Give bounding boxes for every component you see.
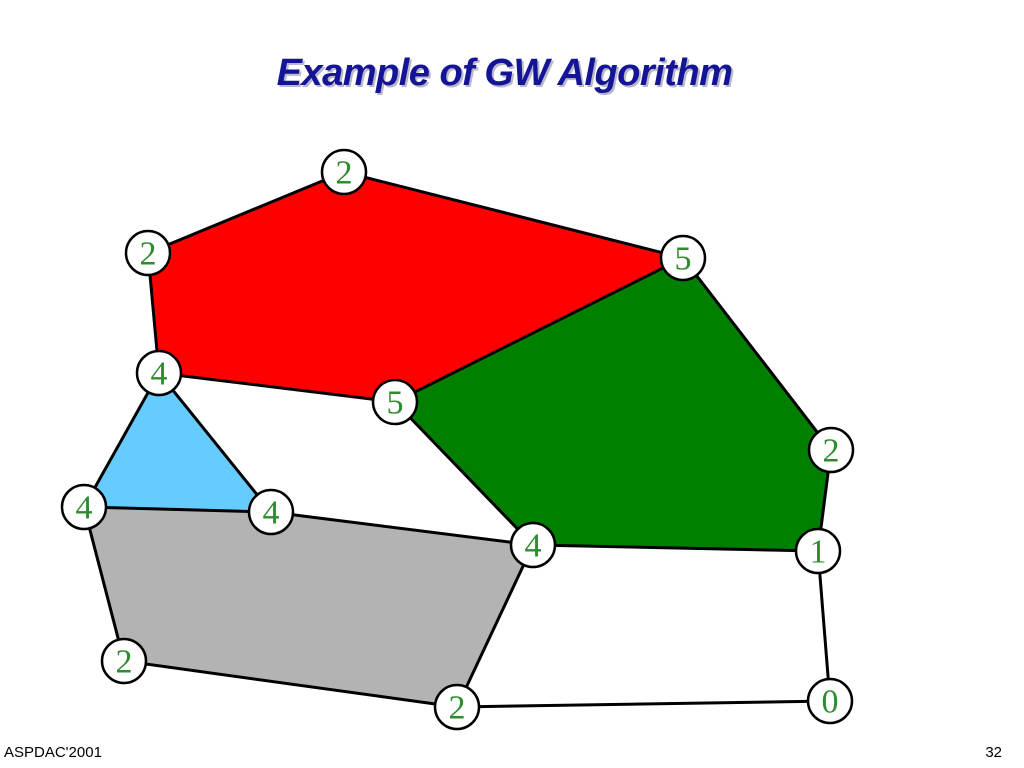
node-upper-right: 5 (659, 234, 707, 282)
node-lower-right: 1 (794, 527, 842, 575)
node-label: 4 (151, 356, 168, 393)
edge-bottom-right-bottom-mid (456, 699, 831, 709)
node-circle (135, 349, 183, 397)
node-label: 2 (140, 236, 157, 273)
node-label: 4 (263, 495, 280, 532)
edge-inner-right-lower-right (532, 543, 819, 553)
footer-conference: ASPDAC'2001 (4, 744, 102, 761)
node-circle (806, 677, 854, 725)
node-label: 2 (823, 433, 840, 470)
edge-center-inner-right (393, 400, 535, 547)
node-right: 2 (807, 426, 855, 474)
node-inner-left: 4 (247, 488, 295, 536)
edge-bottom-left-left (82, 506, 126, 662)
node-left: 4 (60, 483, 108, 531)
edge-bottom-mid-inner-right (455, 544, 535, 708)
edge-left-mid-left (82, 372, 161, 508)
edge-top-upper-right (343, 170, 684, 260)
edge-upper-left-top (147, 170, 345, 255)
node-label: 2 (449, 690, 466, 727)
edge-lower-right-bottom-right (816, 550, 832, 702)
node-circle (320, 148, 368, 196)
node-label: 2 (116, 644, 133, 681)
node-circle (807, 426, 855, 474)
edge-left-inner-left (83, 505, 272, 514)
node-bottom-mid: 2 (433, 683, 481, 731)
node-inner-right: 4 (509, 521, 557, 569)
slide-title: Example of GW Algorithm (276, 52, 733, 94)
node-label: 4 (525, 528, 542, 565)
node-center: 5 (371, 378, 419, 426)
node-circle (371, 378, 419, 426)
edge-bottom-mid-bottom-left (123, 659, 458, 709)
node-circle (659, 234, 707, 282)
edge-inner-left-inner-right (270, 510, 534, 547)
node-mid-left: 4 (135, 349, 183, 397)
edge-upper-right-right (681, 257, 833, 451)
node-label: 5 (675, 241, 692, 278)
node-circle (247, 488, 295, 536)
node-circle (60, 483, 108, 531)
node-upper-left: 2 (124, 229, 172, 277)
node-bottom-right: 0 (806, 677, 854, 725)
node-bottom-left: 2 (100, 637, 148, 685)
node-label: 5 (387, 385, 404, 422)
edge-center-upper-right (394, 256, 684, 404)
node-label: 0 (822, 684, 839, 721)
node-label: 2 (336, 155, 353, 192)
node-circle (100, 637, 148, 685)
regions-layer (83, 171, 832, 708)
edge-mid-left-center (158, 371, 396, 404)
node-circle (433, 683, 481, 731)
node-label: 1 (810, 534, 827, 571)
edge-mid-left-inner-left (157, 372, 273, 513)
page-number: 32 (985, 744, 1002, 761)
nodes-layer: 2 2 5 4 5 2 4 4 4 1 2 2 0 (60, 148, 855, 731)
node-circle (794, 527, 842, 575)
node-label: 4 (76, 490, 93, 527)
node-circle (124, 229, 172, 277)
node-circle (509, 521, 557, 569)
node-top: 2 (320, 148, 368, 196)
